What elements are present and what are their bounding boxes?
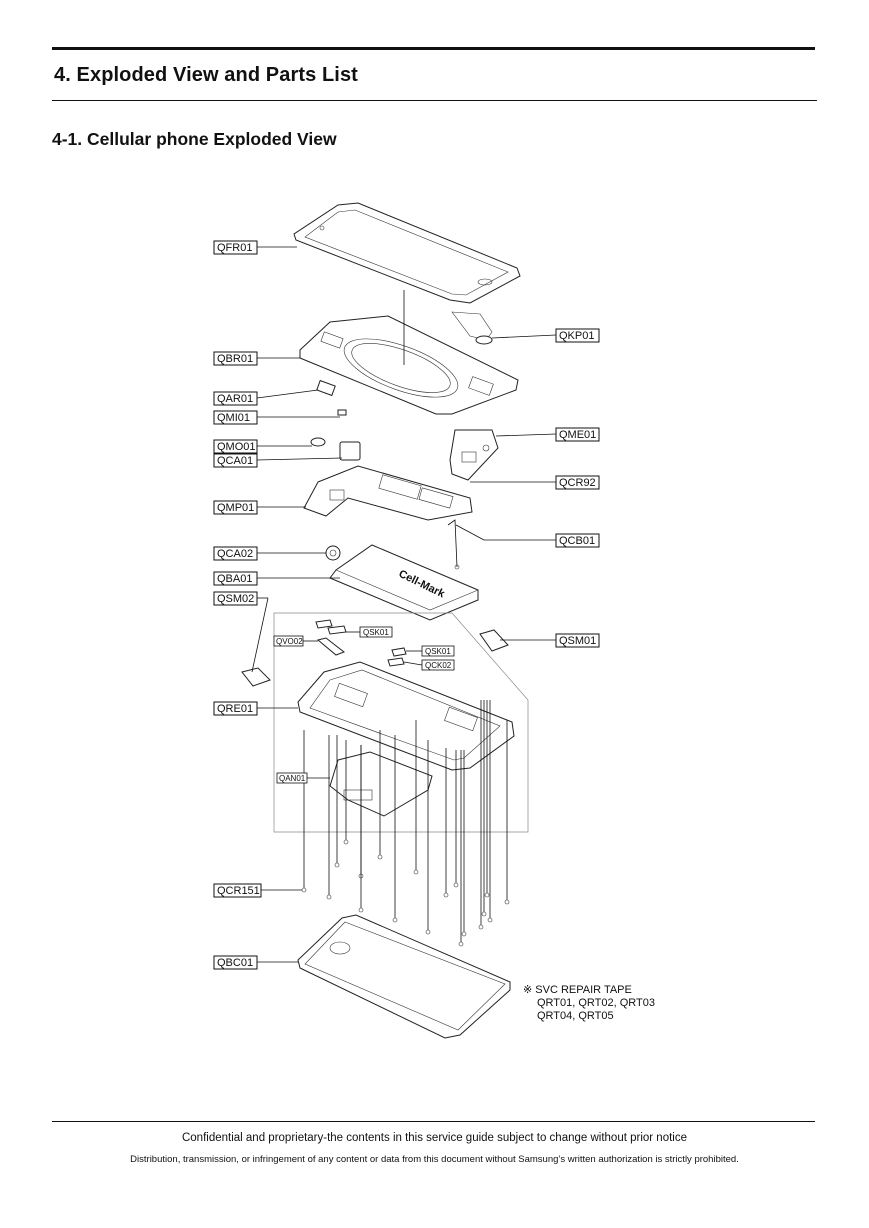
svg-text:QSK01: QSK01 bbox=[363, 628, 389, 637]
antenna-part bbox=[329, 751, 433, 817]
callout-qba01: QBA01 bbox=[213, 571, 258, 586]
battery-part: Cell-Mark bbox=[329, 544, 479, 621]
note-line-3: QRT04, QRT05 bbox=[537, 1010, 614, 1022]
header-rule bbox=[52, 47, 815, 50]
footer-confidential: Confidential and proprietary-the content… bbox=[181, 1132, 687, 1144]
svg-text:QKP01: QKP01 bbox=[559, 330, 594, 342]
callout-qfr01: QFR01 bbox=[213, 240, 258, 255]
key-part bbox=[451, 311, 493, 345]
svg-text:QSK01: QSK01 bbox=[425, 647, 451, 656]
svg-text:QBA01: QBA01 bbox=[217, 573, 252, 585]
svg-text:QME01: QME01 bbox=[559, 429, 596, 441]
callout-qvo02: QVO02 bbox=[273, 635, 304, 647]
svg-text:QVO02: QVO02 bbox=[276, 637, 303, 646]
callout-qcb01: QCB01 bbox=[555, 533, 600, 548]
callout-qkp01: QKP01 bbox=[555, 328, 600, 343]
callout-qbc01: QBC01 bbox=[213, 955, 258, 970]
section-title: 4. Exploded View and Parts List bbox=[54, 64, 358, 86]
inner-keys-part bbox=[315, 619, 407, 667]
callout-qsk01-a: QSK01 bbox=[359, 626, 393, 638]
svg-text:QBR01: QBR01 bbox=[217, 353, 253, 365]
cable-part bbox=[447, 519, 460, 570]
front-display-part bbox=[293, 202, 521, 304]
svg-text:QAR01: QAR01 bbox=[217, 393, 253, 405]
svc-repair-tape-note: ※ SVC REPAIR TAPE QRT01, QRT02, QRT03 QR… bbox=[523, 984, 655, 1023]
footer-distribution: Distribution, transmission, or infringem… bbox=[130, 1154, 739, 1165]
callout-qsk01-b: QSK01 bbox=[421, 645, 455, 657]
leader-lines bbox=[251, 246, 557, 963]
svg-text:QCR151: QCR151 bbox=[217, 885, 260, 897]
svg-text:QMI01: QMI01 bbox=[217, 412, 250, 424]
footer-rule bbox=[52, 1121, 815, 1122]
sub-pcb-part bbox=[449, 429, 499, 481]
small-parts-left bbox=[310, 379, 361, 461]
svg-text:QCK02: QCK02 bbox=[425, 661, 452, 670]
screws bbox=[301, 700, 510, 947]
svg-text:QAN01: QAN01 bbox=[279, 774, 306, 783]
callout-qca02: QCA02 bbox=[213, 546, 258, 561]
callout-qck02: QCK02 bbox=[421, 659, 455, 671]
callout-qca01: QCA01 bbox=[213, 453, 258, 468]
svg-text:QMO01: QMO01 bbox=[217, 441, 256, 453]
callout-qsm02: QSM02 bbox=[213, 591, 258, 606]
callout-qme01: QME01 bbox=[555, 427, 600, 442]
title-rule bbox=[52, 100, 817, 101]
bracket-part bbox=[299, 315, 519, 415]
svg-text:QRE01: QRE01 bbox=[217, 703, 253, 715]
main-pcb-part bbox=[303, 465, 473, 521]
camera-part bbox=[325, 545, 341, 561]
svg-text:QFR01: QFR01 bbox=[217, 242, 252, 254]
svg-text:QSM01: QSM01 bbox=[559, 635, 596, 647]
sim-tray-left-part bbox=[241, 667, 271, 687]
callout-qan01: QAN01 bbox=[276, 772, 308, 784]
svg-text:QBC01: QBC01 bbox=[217, 957, 253, 969]
svg-text:QSM02: QSM02 bbox=[217, 593, 254, 605]
subsection-title: 4-1. Cellular phone Exploded View bbox=[52, 129, 337, 149]
svg-text:QCB01: QCB01 bbox=[559, 535, 595, 547]
callout-qre01: QRE01 bbox=[213, 701, 258, 716]
svg-text:QCR92: QCR92 bbox=[559, 477, 596, 489]
callout-qmp01: QMP01 bbox=[213, 500, 258, 515]
sim-tray-right-part bbox=[479, 629, 509, 652]
callout-qmo01: QMO01 bbox=[213, 439, 258, 454]
svg-text:QMP01: QMP01 bbox=[217, 502, 254, 514]
callout-qmi01: QMI01 bbox=[213, 410, 258, 425]
rear-case-part bbox=[297, 661, 515, 771]
callout-qbr01: QBR01 bbox=[213, 351, 258, 366]
callout-qcr151: QCR151 bbox=[213, 883, 262, 898]
back-cover-part bbox=[297, 914, 511, 1039]
note-line-2: QRT01, QRT02, QRT03 bbox=[537, 997, 655, 1009]
callout-qsm01: QSM01 bbox=[555, 633, 600, 648]
svg-text:QCA01: QCA01 bbox=[217, 455, 253, 467]
callout-qar01: QAR01 bbox=[213, 391, 258, 406]
note-line-1: ※ SVC REPAIR TAPE bbox=[523, 984, 632, 996]
callout-qcr92: QCR92 bbox=[555, 475, 600, 490]
svg-text:QCA02: QCA02 bbox=[217, 548, 253, 560]
